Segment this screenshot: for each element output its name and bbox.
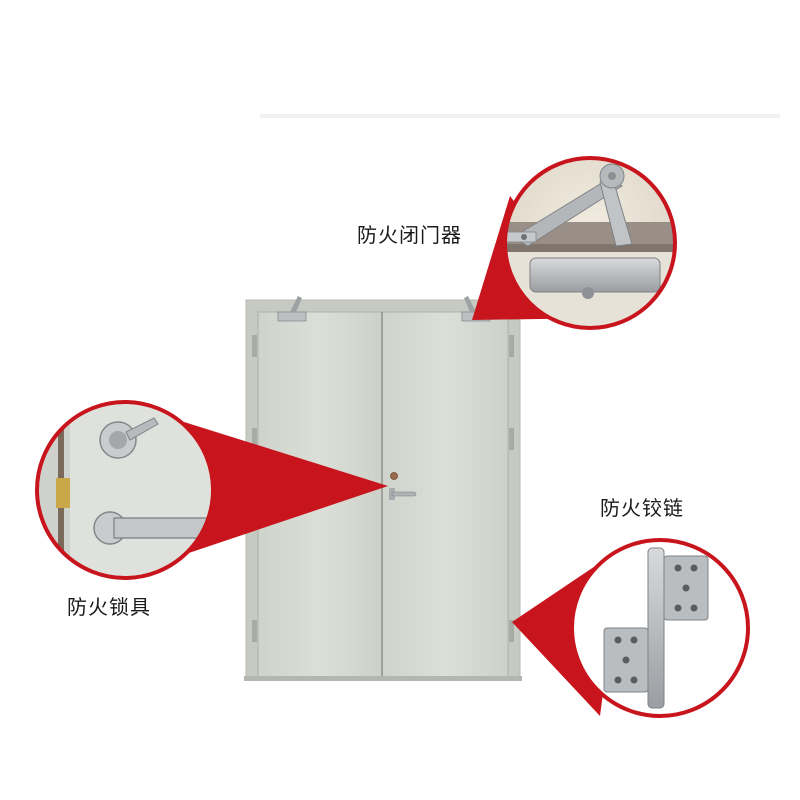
hinge-left-mid	[252, 428, 257, 450]
hinge-label: 防火铰链	[600, 496, 684, 520]
lock-handle-icon	[389, 472, 417, 500]
lock-callout-beam	[150, 416, 388, 566]
hinge-icon	[570, 538, 750, 718]
lock-label: 防火锁具	[67, 595, 151, 619]
hinge-left-top	[252, 335, 257, 357]
door-closer-label: 防火闭门器	[357, 223, 462, 247]
hinge-right-bottom	[509, 620, 514, 642]
hinge-right-top	[509, 335, 514, 357]
wall-shadow	[260, 114, 780, 118]
hinge-left-bottom	[252, 620, 257, 642]
fire-door	[244, 296, 522, 681]
hinge-right-mid	[509, 428, 514, 450]
door-closer-icon	[503, 156, 677, 330]
door-closer-left	[277, 296, 307, 322]
